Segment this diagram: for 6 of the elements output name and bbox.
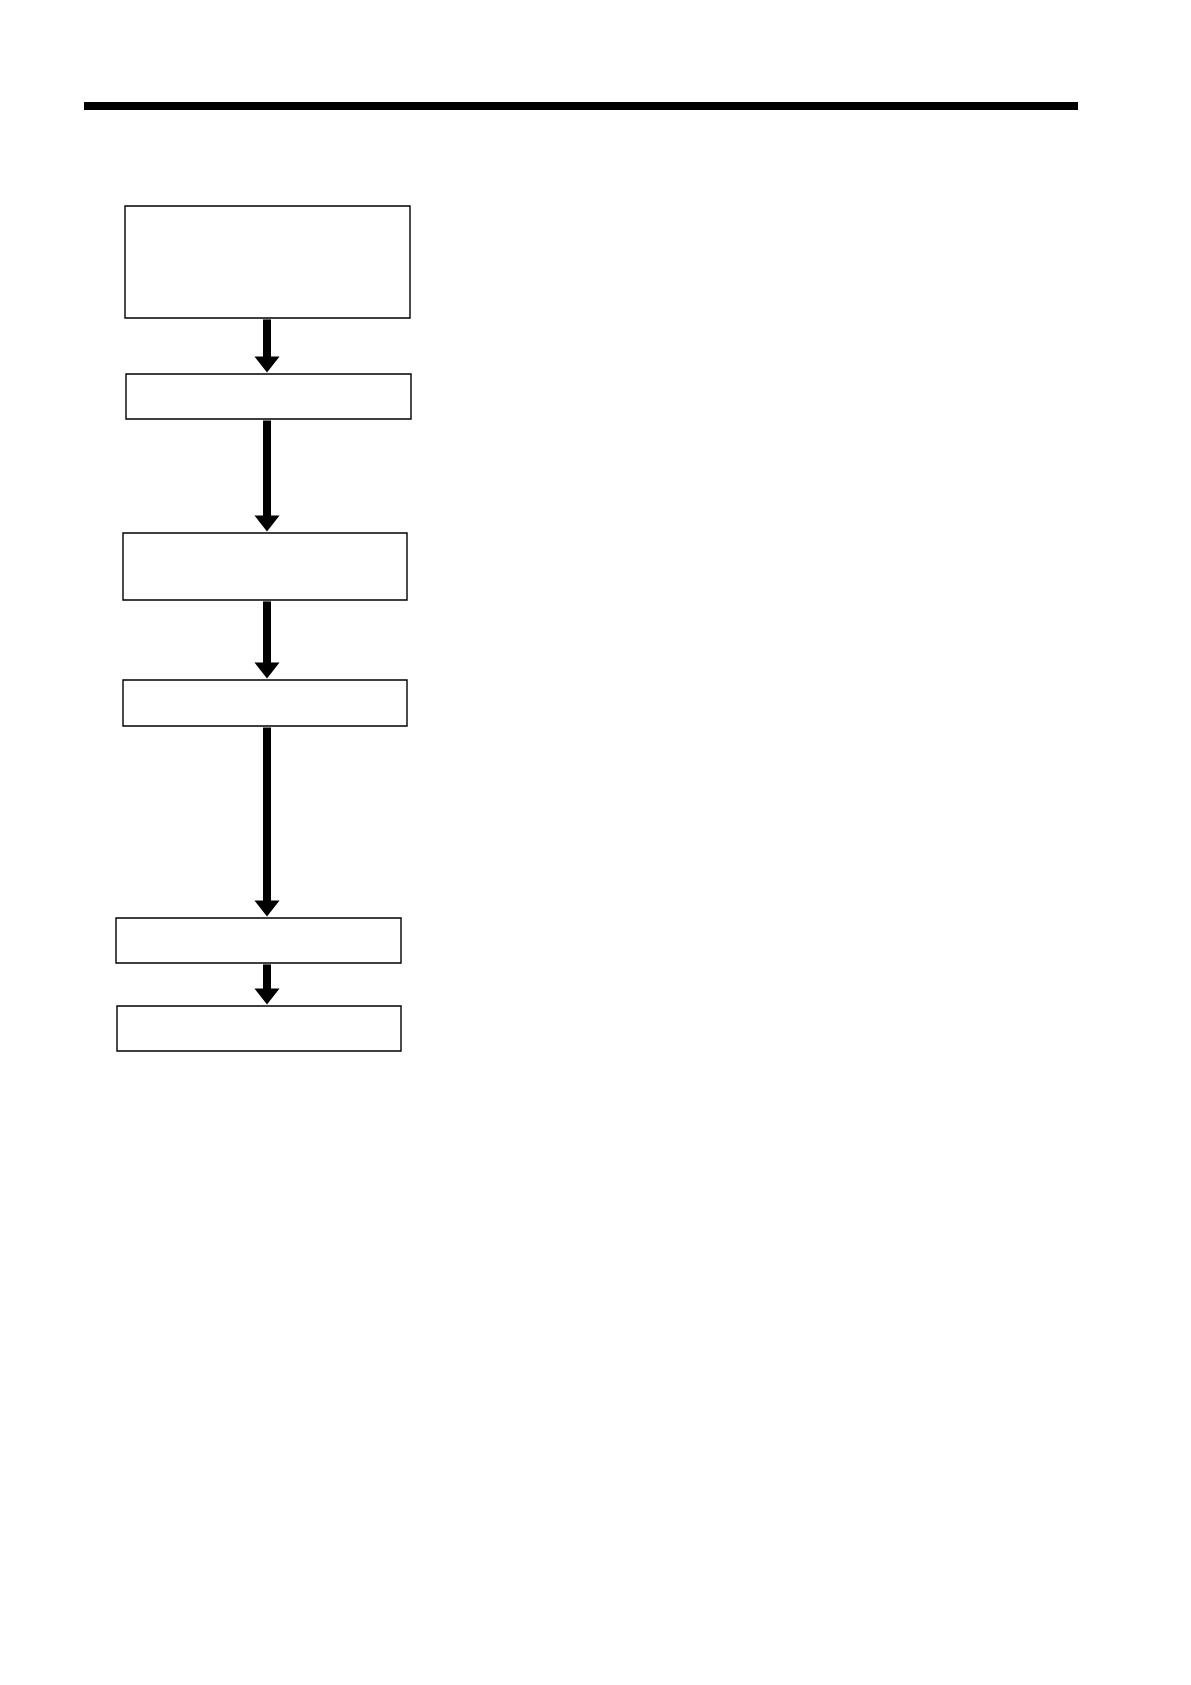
process-box — [125, 373, 412, 420]
process-box — [122, 679, 408, 727]
process-box — [124, 205, 411, 319]
process-box — [115, 917, 402, 964]
process-box — [122, 532, 408, 601]
process-box — [116, 1005, 402, 1052]
